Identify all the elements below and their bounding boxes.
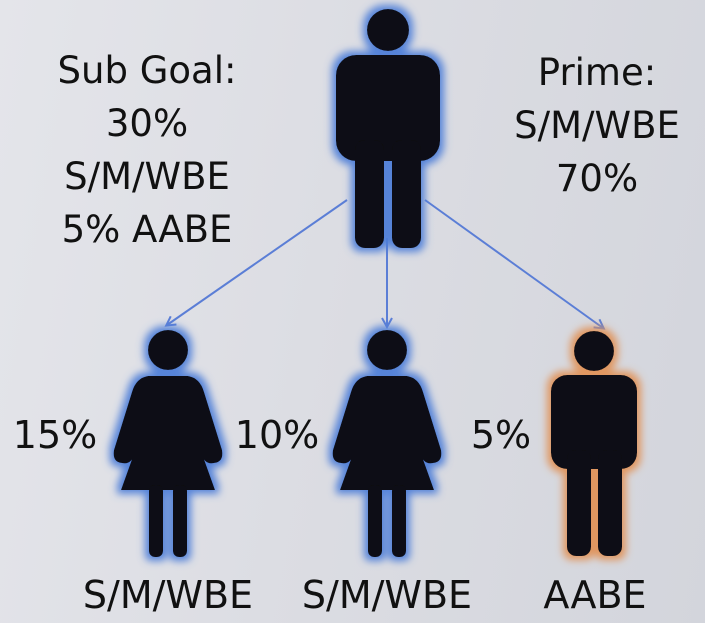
prime-line-3: 70%: [555, 157, 639, 200]
sub-goal-line-3: S/M/WBE: [64, 155, 230, 198]
male-figure-icon-right: [551, 331, 637, 556]
prime-text: Prime: S/M/WBE 70%: [492, 46, 702, 205]
sub-goal-line-2: 30%: [105, 102, 189, 145]
female-figure-icon-middle: [332, 330, 442, 557]
sub-goal-text: Sub Goal: 30% S/M/WBE 5% AABE: [32, 44, 262, 256]
sub-goal-line-4: 5% AABE: [61, 208, 233, 251]
prime-line-2: S/M/WBE: [514, 104, 680, 147]
prime-line-1: Prime:: [537, 51, 657, 94]
percent-left: 15%: [12, 413, 98, 457]
arrow-to-right-child: [424, 199, 603, 328]
label-middle: S/M/WBE: [301, 573, 473, 617]
label-left: S/M/WBE: [82, 573, 254, 617]
female-figure-icon-left: [113, 330, 223, 557]
percent-middle: 10%: [234, 413, 320, 457]
arrows: [167, 199, 603, 328]
label-right: AABE: [543, 573, 647, 617]
percent-right: 5%: [470, 413, 532, 457]
prime-male-figure-icon: [336, 9, 440, 248]
arrow-to-left-child: [167, 199, 348, 325]
sub-goal-line-1: Sub Goal:: [57, 49, 237, 92]
